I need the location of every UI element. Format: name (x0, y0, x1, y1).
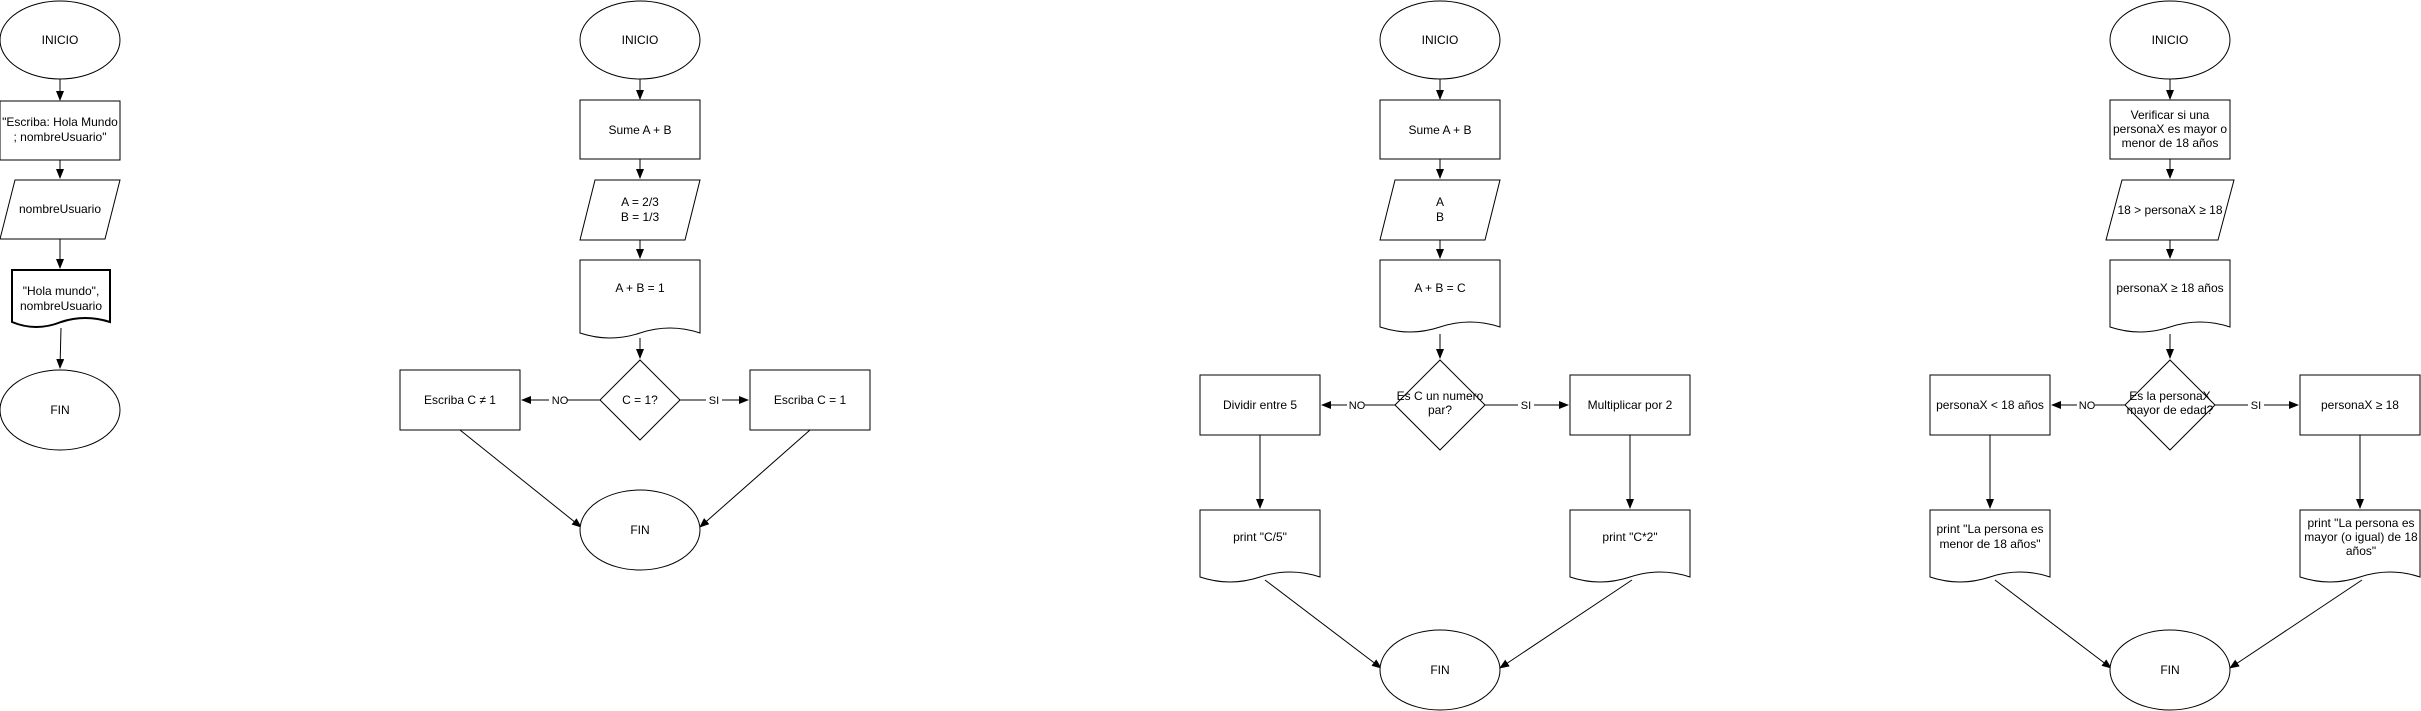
end-terminal[interactable] (579, 489, 701, 571)
no-print-label-2: menor de 18 años" (1940, 537, 2041, 551)
edge-label-bg (1347, 398, 1365, 412)
result-document-label: A + B = C (1414, 281, 1466, 295)
sum-process-label: Sume A + B (608, 123, 671, 137)
edge-label-bg (706, 393, 722, 407)
flowchart-3: INICIO Sume A + B A B A + B = C Es C un … (1199, 0, 1691, 711)
no-branch-label: NO (552, 395, 569, 407)
end-terminal[interactable] (2109, 629, 2231, 711)
input-data-shape[interactable] (0, 179, 121, 240)
verify-process-label-1: Verificar si una (2131, 108, 2210, 122)
yes-result-label: Escriba C = 1 (774, 393, 847, 407)
sum-process-box[interactable] (1379, 99, 1501, 160)
edge-label-bg (2077, 398, 2095, 412)
flowchart-4: INICIO Verificar si una personaX es mayo… (1929, 0, 2421, 711)
result-document-label: A + B = 1 (615, 281, 665, 295)
start-label: INICIO (1422, 33, 1459, 47)
output-document-label-1: "Hola mundo", (23, 284, 100, 298)
output-process-box[interactable] (0, 100, 121, 161)
connector-arrow (56, 327, 65, 369)
yes-print-document[interactable] (2299, 509, 2421, 583)
no-result-box[interactable] (1929, 374, 2051, 436)
yes-print-label-1: print "La persona es (2308, 516, 2415, 530)
no-print-label: print "C/5" (1233, 530, 1287, 544)
output-document-label-2: nombreUsuario (20, 299, 102, 313)
end-terminal[interactable] (1379, 629, 1501, 711)
connector-arrow (1499, 579, 1633, 669)
flowchart-2: INICIO Sume A + B A = 2/3 B = 1/3 A + B … (399, 0, 871, 571)
yes-result-label: Multiplicar por 2 (1588, 398, 1673, 412)
decision-label-2: par? (1428, 403, 1452, 417)
result-document-shape[interactable] (1379, 259, 1501, 333)
output-document-shape[interactable] (11, 269, 111, 328)
no-result-label: personaX < 18 años (1936, 398, 2044, 412)
yes-result-box[interactable] (1569, 374, 1691, 436)
decision-label-1: Es C un numero (1397, 389, 1484, 403)
input-data-shape[interactable] (2105, 179, 2235, 241)
end-label: FIN (50, 403, 69, 417)
connector-arrow (1264, 579, 1382, 669)
no-result-label: Dividir entre 5 (1223, 398, 1297, 412)
result-document-shape[interactable] (579, 259, 701, 339)
no-print-label-1: print "La persona es (1937, 522, 2044, 536)
no-print-document[interactable] (1929, 509, 2051, 583)
connector-arrow (699, 429, 811, 528)
no-result-label: Escriba C ≠ 1 (424, 393, 496, 407)
verify-process-label-2: personaX es mayor o (2113, 122, 2227, 136)
connector-arrow (2229, 579, 2363, 669)
sum-process-box[interactable] (579, 99, 701, 160)
verify-process-label-3: menor de 18 años (2122, 136, 2219, 150)
yes-branch-label: SI (1521, 400, 1531, 412)
result-document-label: personaX ≥ 18 años (2116, 281, 2223, 295)
end-label: FIN (2160, 663, 2179, 677)
decision-label-1: Es la personaX (2129, 389, 2210, 403)
decision-label: C = 1? (622, 393, 658, 407)
yes-result-label: personaX ≥ 18 (2321, 398, 2399, 412)
yes-print-label-3: años" (2346, 544, 2376, 558)
decision-label-2: mayor de edad? (2127, 403, 2214, 417)
start-label: INICIO (42, 33, 79, 47)
start-label: INICIO (622, 33, 659, 47)
input-data-shape[interactable] (1379, 179, 1501, 241)
decision-diamond[interactable] (2124, 359, 2216, 451)
input-data-label-2: B (1436, 210, 1444, 224)
end-label: FIN (630, 523, 649, 537)
input-data-label-2: B = 1/3 (621, 210, 660, 224)
result-document-shape[interactable] (2109, 259, 2231, 333)
yes-print-label: print "C*2" (1602, 530, 1657, 544)
yes-print-document[interactable] (1569, 509, 1691, 583)
no-branch-label: NO (1349, 400, 1366, 412)
input-data-label-1: A (1436, 195, 1444, 209)
input-data-shape[interactable] (579, 179, 701, 241)
no-result-box[interactable] (399, 369, 521, 431)
edge-label-bg (549, 393, 567, 407)
end-label: FIN (1430, 663, 1449, 677)
end-terminal[interactable] (0, 369, 121, 451)
no-result-box[interactable] (1199, 374, 1321, 436)
verify-process-box[interactable] (2109, 99, 2231, 160)
yes-print-label-2: mayor (o igual) de 18 (2304, 530, 2418, 544)
sum-process-label: Sume A + B (1408, 123, 1471, 137)
decision-diamond[interactable] (599, 359, 681, 441)
no-print-document[interactable] (1199, 509, 1321, 583)
output-process-label-2: ; nombreUsuario" (14, 130, 107, 144)
flowchart-1: INICIO "Escriba: Hola Mundo ; nombreUsua… (0, 0, 121, 451)
input-data-label: 18 > personaX ≥ 18 (2118, 203, 2223, 217)
input-data-label-1: A = 2/3 (621, 195, 659, 209)
connector-arrow (1994, 579, 2112, 669)
decision-diamond[interactable] (1394, 359, 1486, 451)
input-data-label: nombreUsuario (19, 202, 101, 216)
output-process-label-1: "Escriba: Hola Mundo (2, 115, 118, 129)
yes-result-box[interactable] (2299, 374, 2421, 436)
edge-label-bg (2248, 398, 2264, 412)
no-branch-label: NO (2079, 400, 2096, 412)
connector-arrow (459, 429, 582, 528)
yes-branch-label: SI (2251, 400, 2261, 412)
start-label: INICIO (2152, 33, 2189, 47)
edge-label-bg (1518, 398, 1534, 412)
yes-result-box[interactable] (749, 369, 871, 431)
yes-branch-label: SI (709, 395, 719, 407)
